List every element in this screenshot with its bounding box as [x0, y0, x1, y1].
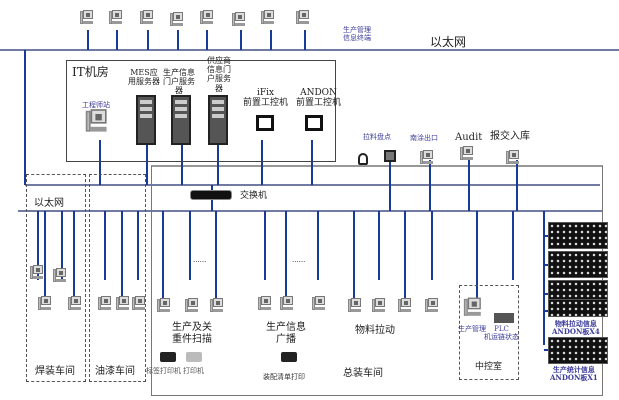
supplier-portal-label: 供应商信息门户服务器 — [207, 56, 231, 93]
andon-board-icon — [548, 337, 608, 364]
andon-board-icon — [548, 251, 608, 278]
inventory-label: 拉料盘点 — [363, 133, 391, 141]
audit-label: Audit — [455, 132, 483, 143]
user-icon — [358, 153, 368, 165]
workstation-pc-icon — [170, 12, 184, 28]
welding-label: 焊装车间 — [35, 366, 75, 377]
workstation-pc-icon — [296, 10, 310, 26]
andon-board-icon — [548, 299, 608, 317]
ifix-label: iFix 前置工控机 — [243, 88, 289, 109]
switch-icon — [190, 190, 232, 200]
workstation-pc-icon — [398, 298, 412, 314]
workstation-pc-icon — [258, 296, 272, 312]
mes-server-icon — [136, 95, 156, 145]
report-storage-label: 报交入库 — [490, 131, 530, 142]
workstation-pc-icon — [261, 10, 275, 26]
supplier-portal-server-icon — [208, 95, 228, 145]
dots-2: ...... — [292, 256, 306, 264]
top-ethernet-label: 以太网 — [430, 35, 467, 49]
workstation-pc-icon — [68, 296, 82, 312]
terminals-label: 生产管理信息终端 — [343, 26, 371, 43]
workstation-pc-icon — [140, 10, 154, 26]
label-printer-icon — [160, 352, 176, 362]
paint-exit-label: 南涂出口 — [410, 134, 438, 142]
prod-portal-server-icon — [171, 95, 191, 145]
printer-icon — [186, 352, 202, 362]
scan-label: 生产及关 重件扫描 — [172, 322, 212, 345]
broadcast-label: 生产信息 广播 — [266, 322, 306, 345]
inventory-pc-icon — [384, 150, 396, 162]
workstation-pc-icon — [116, 296, 130, 312]
prod-portal-label: 生产信息门户服务器 — [163, 68, 195, 96]
andon-pc-icon — [305, 115, 323, 131]
workstation-pc-icon — [372, 298, 386, 314]
left-ethernet-label: 以太网 — [34, 198, 64, 209]
prod-mgmt-pc-icon — [463, 297, 482, 319]
list-printer-icon — [281, 352, 297, 362]
workstation-pc-icon — [132, 296, 146, 312]
switch-label: 交换机 — [240, 191, 268, 201]
workstation-pc-icon — [80, 10, 94, 26]
workstation-pc-icon — [98, 296, 112, 312]
it-room-box — [66, 60, 336, 162]
workstation-pc-icon — [348, 298, 362, 314]
control-room-title: 中控室 — [475, 362, 503, 372]
painting-label: 油漆车间 — [95, 366, 135, 377]
label-printer-label: 标签打印机 — [146, 367, 181, 375]
workstation-pc-icon — [232, 12, 246, 28]
workstation-pc-icon — [425, 298, 439, 314]
assembly-workshop-label: 总装车间 — [343, 368, 383, 379]
welding-zone — [26, 174, 86, 382]
workstation-pc-icon — [157, 298, 171, 314]
andon-pull-label: 物料拉动信息 ANDON板X4 — [552, 319, 600, 337]
material-pull-label: 物料拉动 — [355, 325, 395, 336]
control-room-zone — [459, 285, 519, 380]
workstation-pc-icon — [30, 265, 44, 281]
workstation-pc-icon — [38, 296, 52, 312]
andon-stats-label: 生产统计信息 ANDON板X1 — [550, 365, 598, 383]
mes-server-label: MES应用服务器 — [128, 68, 160, 87]
workstation-pc-icon — [420, 150, 434, 166]
andon-label: ANDON 前置工控机 — [296, 88, 342, 109]
workstation-pc-icon — [200, 10, 214, 26]
plc-label: PLC 机运链状态 — [484, 325, 519, 342]
painting-zone — [89, 174, 146, 382]
workstation-pc-icon — [312, 296, 326, 312]
workstation-pc-icon — [109, 10, 123, 26]
printer-label: 打印机 — [183, 367, 204, 375]
workstation-pc-icon — [460, 146, 474, 162]
eng-station-icon — [85, 109, 108, 135]
eng-station-label: 工程师站 — [82, 101, 110, 109]
workstation-pc-icon — [53, 268, 67, 284]
ifix-pc-icon — [256, 115, 274, 131]
dots-1: ...... — [193, 256, 207, 264]
workstation-pc-icon — [506, 150, 520, 166]
assembly-zone — [151, 166, 603, 396]
plc-icon — [494, 313, 514, 323]
workstation-pc-icon — [280, 296, 294, 312]
workstation-pc-icon — [185, 298, 199, 314]
workstation-pc-icon — [210, 298, 224, 314]
it-room-title: IT机房 — [72, 65, 109, 79]
list-print-label: 装配清单打印 — [263, 373, 305, 381]
andon-board-icon — [548, 222, 608, 249]
prod-mgmt-label: 生产管理 — [458, 325, 486, 333]
